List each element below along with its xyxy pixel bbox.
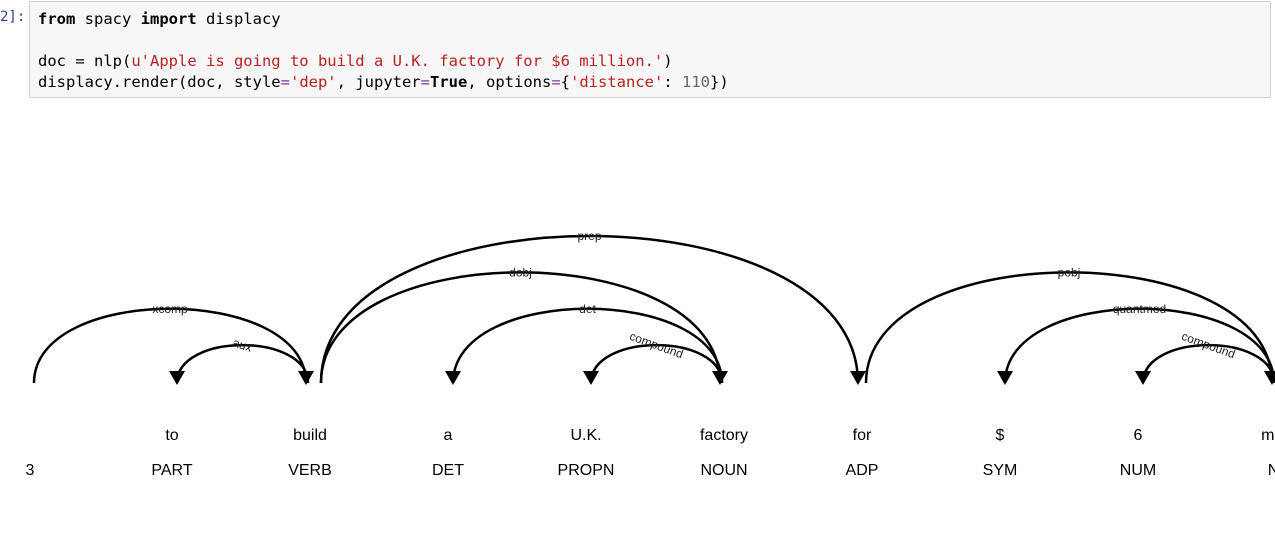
code-text: , options bbox=[467, 73, 552, 91]
string-literal: 'distance' bbox=[570, 73, 664, 91]
token-tag: SYM bbox=[983, 462, 1018, 479]
arrowhead-icon bbox=[445, 371, 461, 385]
keyword-import: import bbox=[140, 10, 197, 28]
arc-line bbox=[451, 307, 724, 384]
code-text: displacy bbox=[196, 10, 281, 28]
token-tag: PROPN bbox=[558, 462, 615, 479]
arc-line bbox=[589, 343, 724, 384]
token-word: $ bbox=[996, 427, 1005, 444]
dependency-arc-prep: prep bbox=[319, 229, 866, 385]
dependency-arc-pobj: pobj bbox=[864, 265, 1275, 385]
arc-label: pobj bbox=[1058, 265, 1081, 279]
arc-label: quantmod bbox=[1113, 302, 1166, 316]
dependency-arc-quantmod: quantmod bbox=[997, 302, 1275, 385]
arc-label: det bbox=[579, 302, 596, 316]
code-cell[interactable]: from spacy import displacy doc = nlp(u'A… bbox=[29, 1, 1271, 98]
arc-label: dobj bbox=[509, 265, 532, 279]
string-literal: u'Apple is going to build a U.K. factory… bbox=[131, 52, 664, 70]
arc-line bbox=[1003, 307, 1275, 384]
arrowhead-icon bbox=[583, 371, 599, 385]
cell-prompt: 2]: bbox=[0, 9, 26, 25]
keyword-true: True bbox=[430, 73, 468, 91]
code-text: { bbox=[560, 73, 571, 91]
code-text: , jupyter bbox=[336, 73, 421, 91]
dependency-arc-dobj: dobj bbox=[319, 265, 728, 385]
arc-line bbox=[319, 234, 860, 384]
code-text: spacy bbox=[75, 10, 141, 28]
arc-label: compound bbox=[628, 329, 685, 361]
token-tag: PART bbox=[151, 462, 192, 479]
code-line-3: doc = nlp(u'Apple is going to build a U.… bbox=[38, 52, 673, 70]
dependency-parse-diagram: xcomp aux prep dobj det compound pobj quantmod c… bbox=[26, 229, 1275, 479]
dependency-arc-xcomp: xcomp bbox=[32, 302, 314, 385]
arc-line bbox=[32, 307, 308, 384]
dependency-arc-compound: compound bbox=[1135, 329, 1275, 385]
arrowhead-icon bbox=[997, 371, 1013, 385]
token-tag: VERB bbox=[288, 462, 332, 479]
arc-label: compound bbox=[1180, 329, 1237, 361]
code-text: : bbox=[663, 73, 683, 91]
code-text: doc = nlp( bbox=[38, 52, 132, 70]
dependency-arc-compound: compound bbox=[583, 329, 724, 385]
code-line-4: displacy.render(doc, style='dep', jupyte… bbox=[38, 73, 729, 91]
token-tag: DET bbox=[432, 462, 464, 479]
token-word: million. bbox=[1261, 427, 1275, 444]
token-tag: NUM bbox=[1268, 462, 1275, 479]
token-word: to bbox=[165, 427, 178, 444]
token-word: factory bbox=[700, 427, 748, 444]
code-line-1: from spacy import displacy bbox=[38, 10, 281, 28]
number-literal: 110 bbox=[682, 73, 711, 91]
arc-label: prep bbox=[577, 229, 601, 243]
arc-line bbox=[864, 271, 1274, 384]
token-tag: ADP bbox=[846, 462, 879, 479]
arrowhead-icon bbox=[169, 371, 185, 385]
token-word: for bbox=[853, 427, 872, 444]
arc-line bbox=[319, 271, 722, 384]
arc-line bbox=[1141, 343, 1275, 384]
code-text: ) bbox=[663, 52, 673, 70]
token-tag: 3 bbox=[26, 462, 35, 479]
token-word: a bbox=[444, 427, 453, 444]
code-text: }) bbox=[710, 73, 729, 91]
arrowhead-icon bbox=[298, 371, 314, 385]
operator: = bbox=[420, 73, 430, 91]
code-text: displacy.render(doc, style bbox=[38, 73, 281, 91]
code-editor[interactable]: from spacy import displacy doc = nlp(u'A… bbox=[38, 9, 729, 93]
dependency-arc-det: det bbox=[445, 302, 724, 385]
token-word: 6 bbox=[1134, 427, 1143, 444]
token-tag: NUM bbox=[1120, 462, 1156, 479]
arrowhead-icon bbox=[712, 371, 728, 385]
arc-line bbox=[175, 343, 310, 384]
operator: = bbox=[280, 73, 290, 91]
arc-label: aux bbox=[231, 335, 254, 354]
arrowhead-icon bbox=[1135, 371, 1151, 385]
token-tag: NOUN bbox=[700, 462, 747, 479]
token-word: build bbox=[293, 427, 327, 444]
token-word: U.K. bbox=[570, 427, 601, 444]
string-literal: 'dep' bbox=[289, 73, 337, 91]
arrowhead-icon bbox=[850, 371, 866, 385]
arc-label: xcomp bbox=[152, 302, 188, 316]
dependency-arc-aux: aux bbox=[169, 335, 310, 385]
operator: = bbox=[551, 73, 561, 91]
keyword-from: from bbox=[38, 10, 76, 28]
